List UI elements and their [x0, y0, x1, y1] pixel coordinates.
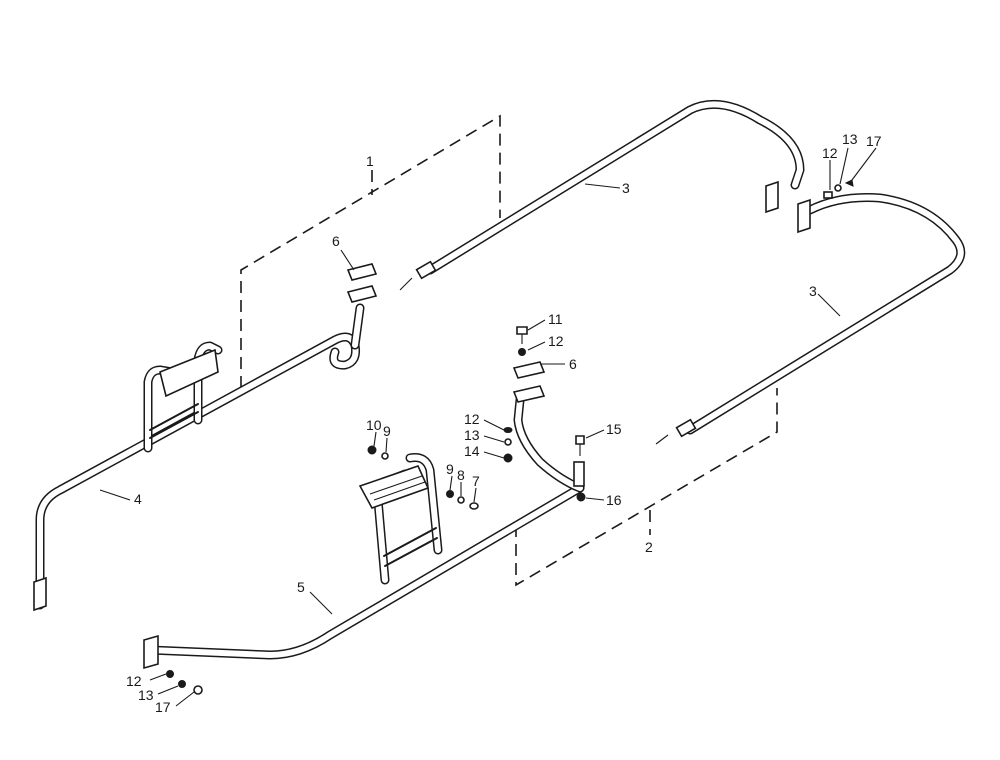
front-step-ladder: [358, 453, 443, 585]
nut-10: [367, 445, 377, 455]
front-rail-upright-plate: [512, 385, 546, 403]
rail-mount-bracket: [765, 180, 779, 214]
hardware: [166, 326, 586, 695]
callout-12-top: 12: [822, 145, 838, 161]
washer-12-mid: [518, 348, 526, 356]
front-step-tread: [358, 465, 430, 509]
callout-6-left: 6: [332, 233, 340, 249]
callout-12-bottom: 12: [126, 673, 142, 689]
right-side-rail: [655, 179, 966, 445]
mounting-plate-upper: [346, 285, 378, 303]
right-rail-insert-end: [675, 418, 697, 438]
callout-15: 15: [606, 421, 622, 437]
washer-12-lower: [503, 427, 513, 433]
callout-8: 8: [457, 467, 465, 483]
bolt-11: [516, 326, 528, 335]
callout-1: 1: [366, 153, 374, 169]
bolt-7: [469, 502, 479, 510]
nut-17-top: [844, 179, 854, 187]
mounting-plate-6: [346, 263, 378, 281]
callout-3-upper: 3: [622, 180, 630, 196]
nut-17-bottom: [193, 685, 203, 695]
callout-4: 4: [134, 491, 142, 507]
callout-13-lower: 13: [464, 427, 480, 443]
nut-16: [576, 492, 586, 502]
left-rail-foot-bracket: [33, 576, 47, 612]
front-rail-foot-bracket: [143, 634, 159, 670]
callout-10: 10: [366, 417, 382, 433]
callout-9-left: 9: [383, 423, 391, 439]
washer-13-lower: [504, 438, 512, 446]
callout-6-front: 6: [569, 356, 577, 372]
washer-9b: [446, 490, 454, 498]
leader-lines: [99, 147, 877, 707]
callout-labels: 1 2 3 3 4 5 6 6 7 8 9 9 10 11 12 12 13 1…: [126, 131, 882, 715]
callout-13-top: 13: [842, 131, 858, 147]
callout-17-bottom: 17: [155, 699, 171, 715]
callout-2: 2: [645, 539, 653, 555]
mounting-plate-6-front: [512, 361, 546, 379]
left-step-ladder: [143, 341, 223, 453]
callout-14: 14: [464, 443, 480, 459]
front-rail-end-socket: [573, 461, 585, 487]
front-long-rail: [143, 361, 585, 670]
washer-9a: [381, 452, 389, 460]
callout-17-top: 17: [866, 133, 882, 149]
callout-12-mid: 12: [548, 333, 564, 349]
left-long-rail: [33, 263, 378, 612]
washer-12-top: [823, 191, 833, 199]
nut-14: [503, 453, 513, 463]
bolt-15: [575, 435, 585, 445]
washer-13-top: [834, 184, 842, 192]
rail-insert-end: [415, 260, 437, 280]
callout-7: 7: [472, 473, 480, 489]
callout-9-right: 9: [446, 461, 454, 477]
callout-12-lower: 12: [464, 411, 480, 427]
upper-rear-rail: [399, 99, 805, 291]
group-1-boundary: [240, 114, 501, 388]
callout-13-bottom: 13: [138, 687, 154, 703]
callout-3-right: 3: [809, 283, 817, 299]
callout-16: 16: [606, 492, 622, 508]
washer-12-bottom: [166, 670, 174, 678]
right-rail-mount-bracket: [797, 198, 811, 234]
callout-5: 5: [297, 579, 305, 595]
group-2-boundary: [515, 388, 778, 587]
washer-8: [457, 496, 465, 504]
callout-11: 11: [548, 311, 563, 327]
washer-13-bottom: [178, 680, 186, 688]
left-step-tread: [159, 348, 219, 398]
